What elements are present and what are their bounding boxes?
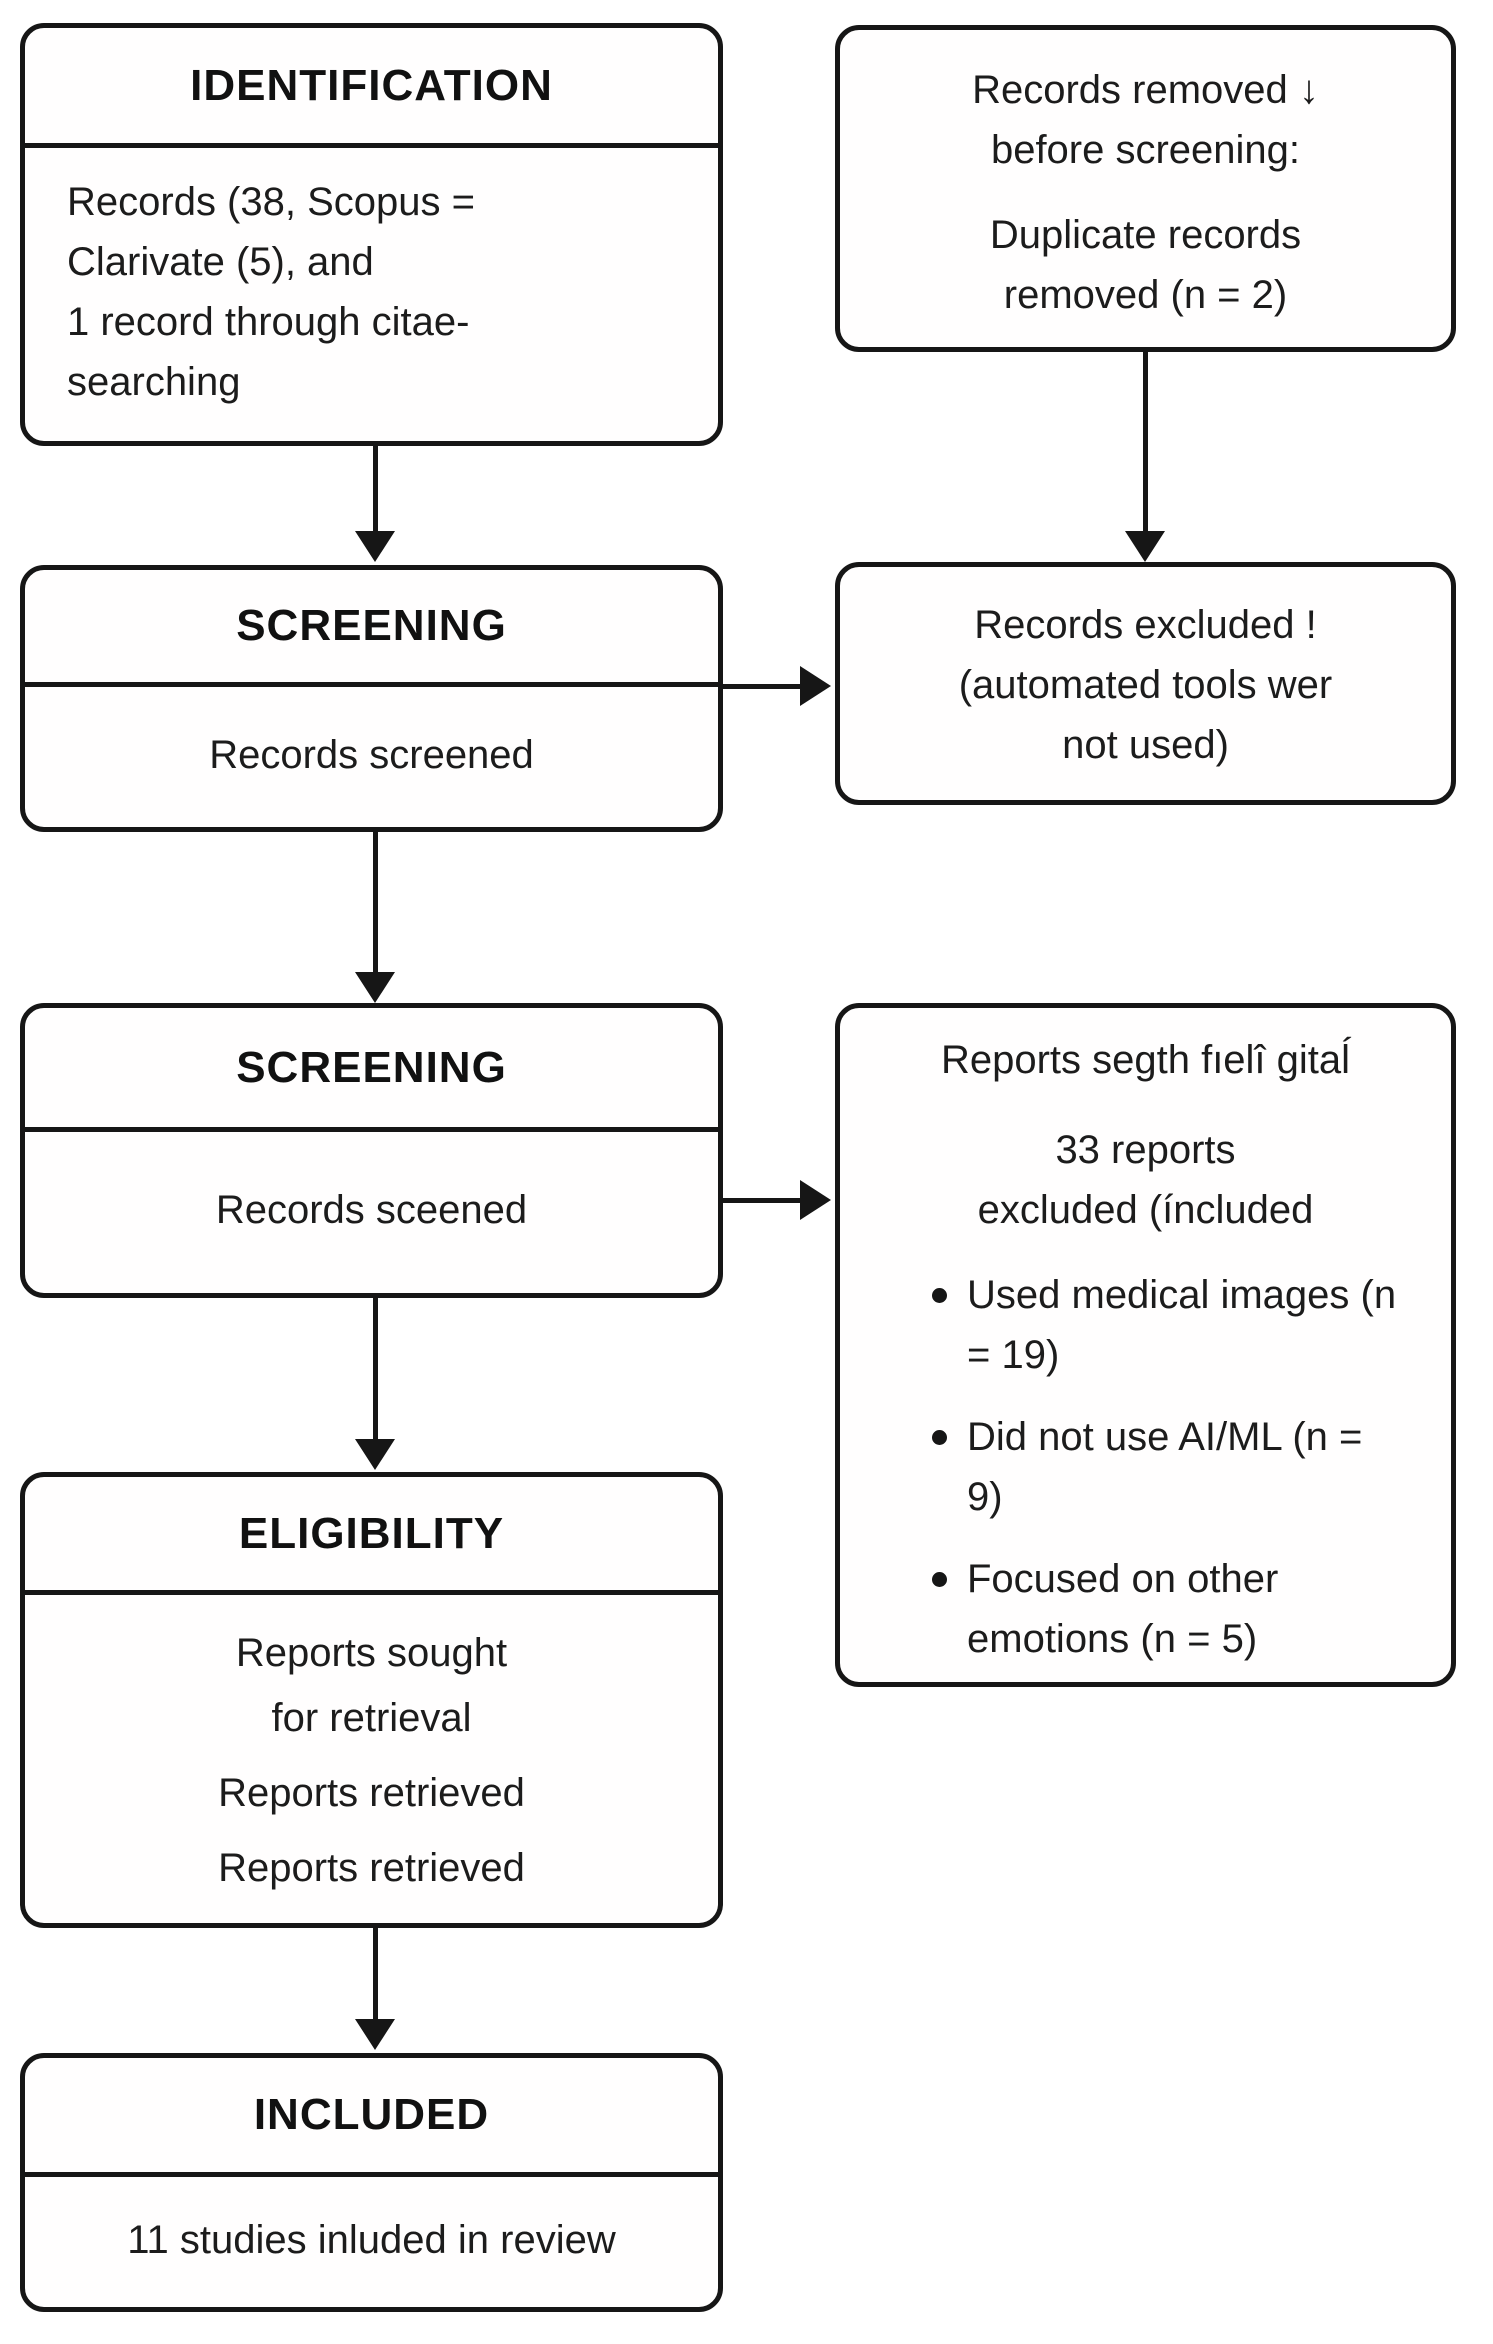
arrow-line <box>1143 352 1148 534</box>
reports-excluded-subline: excluded (íncluded <box>977 1188 1314 1232</box>
node-eligibility-title: ELIGIBILITY <box>25 1477 718 1595</box>
bullet-icon <box>932 1572 947 1587</box>
exclusion-reason-text: Used medical images (n = 19) <box>967 1273 1397 1377</box>
arrowhead-down-icon <box>355 1439 395 1470</box>
node-included: INCLUDED 11 studies inluded in review <box>20 2053 723 2312</box>
records-removed-line: Records removed ↓ <box>972 68 1319 112</box>
node-reports-excluded-body: Reports segth fıelî gitaĺ 33 reports exc… <box>840 1008 1451 1669</box>
arrowhead-right-icon <box>800 1180 831 1220</box>
node-screening-1-body: Records screened <box>209 732 534 777</box>
arrow-line <box>723 684 802 689</box>
arrowhead-right-icon <box>800 666 831 706</box>
node-records-removed: Records removed ↓ before screening: Dupl… <box>835 25 1456 352</box>
reports-excluded-heading: Reports segth fıelî gitaĺ <box>940 1038 1351 1082</box>
arrow-line <box>723 1198 802 1203</box>
node-screening-1-title: SCREENING <box>25 570 718 687</box>
node-reports-excluded: Reports segth fıelî gitaĺ 33 reports exc… <box>835 1003 1456 1687</box>
arrow-line <box>373 1298 378 1442</box>
node-screening-2-body: Records sceened <box>215 1188 528 1232</box>
duplicates-removed-line: removed (n = 2) <box>1003 273 1288 317</box>
eligibility-line: Reports retrieved <box>218 1771 525 1815</box>
node-eligibility-body: Reports sought for retrieval Reports ret… <box>25 1595 718 1901</box>
records-excluded-line: not used) <box>1062 723 1229 767</box>
node-records-excluded: Records excluded ! (automated tools wer … <box>835 562 1456 805</box>
arrowhead-down-icon <box>355 972 395 1003</box>
exclusion-reason-text: Focused on other emotions (n = 5) <box>967 1557 1279 1661</box>
node-eligibility: ELIGIBILITY Reports sought for retrieval… <box>20 1472 723 1928</box>
arrowhead-down-icon <box>1125 531 1165 562</box>
node-identification-body: Records (38, Scopus = Clarivate (5), and… <box>25 148 718 412</box>
node-records-excluded-body: Records excluded ! (automated tools wer … <box>840 567 1451 775</box>
bullet-icon <box>932 1430 947 1445</box>
arrow-line <box>373 832 378 975</box>
identification-line: 1 record through citae- <box>67 300 470 344</box>
duplicates-removed-paragraph: Duplicate records removed (n = 2) <box>840 205 1451 325</box>
node-identification: IDENTIFICATION Records (38, Scopus = Cla… <box>20 23 723 446</box>
exclusion-reason-item: Used medical images (n = 19) <box>932 1265 1402 1385</box>
exclusion-reason-item: Did not use AI/ML (n = 9) <box>932 1407 1402 1527</box>
exclusion-reason-item: Focused on other emotions (n = 5) <box>932 1549 1402 1669</box>
node-included-body: 11 studies inluded in review <box>127 2217 616 2262</box>
node-identification-title: IDENTIFICATION <box>25 28 718 148</box>
exclusion-reason-text: Did not use AI/ML (n = 9) <box>967 1415 1363 1519</box>
identification-line: Clarivate (5), and <box>67 240 374 284</box>
records-excluded-line: (automated tools wer <box>958 663 1333 707</box>
bullet-icon <box>932 1288 947 1303</box>
eligibility-line: Reports sought <box>235 1631 508 1675</box>
node-records-removed-body: Records removed ↓ before screening: Dupl… <box>840 30 1451 325</box>
records-removed-paragraph: Records removed ↓ before screening: <box>840 60 1451 180</box>
eligibility-line: Reports retrieved <box>218 1846 525 1890</box>
identification-line: Records (38, Scopus = <box>67 180 475 224</box>
node-screening-2-title: SCREENING <box>25 1008 718 1132</box>
duplicates-removed-line: Duplicate records <box>989 213 1302 257</box>
records-removed-line: before screening: <box>990 128 1301 172</box>
node-screening-1: SCREENING Records screened <box>20 565 723 832</box>
eligibility-line: for retrieval <box>271 1696 472 1740</box>
reports-excluded-subline: 33 reports <box>1055 1128 1236 1172</box>
node-included-title: INCLUDED <box>25 2058 718 2177</box>
arrowhead-down-icon <box>355 2019 395 2050</box>
arrow-line <box>373 446 378 534</box>
exclusion-reason-list: Used medical images (n = 19) Did not use… <box>840 1265 1451 1669</box>
reports-excluded-subheading: 33 reports excluded (íncluded <box>840 1120 1451 1240</box>
records-excluded-line: Records excluded ! <box>974 603 1317 647</box>
arrowhead-down-icon <box>355 531 395 562</box>
arrow-line <box>373 1928 378 2022</box>
node-screening-2: SCREENING Records sceened <box>20 1003 723 1298</box>
identification-line: searching <box>67 360 241 404</box>
